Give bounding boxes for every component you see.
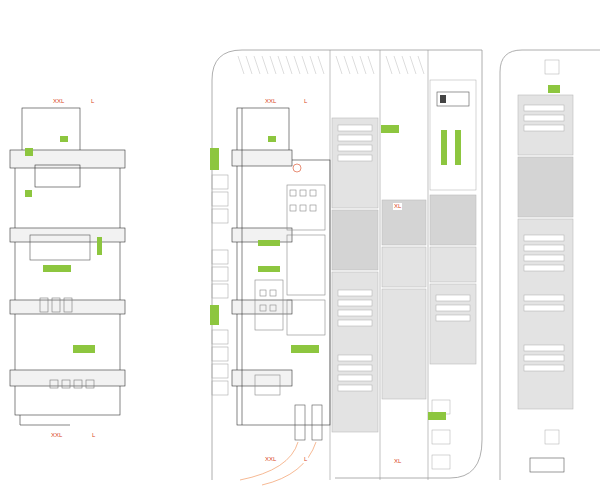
- size-label: XL: [393, 458, 402, 465]
- size-label: XL: [393, 203, 402, 210]
- size-label: L: [303, 456, 308, 463]
- size-label: L: [90, 98, 95, 105]
- size-label: XXL: [50, 432, 63, 439]
- size-label: XXL: [52, 98, 65, 105]
- size-label: XXL: [264, 98, 277, 105]
- size-label: L: [91, 432, 96, 439]
- size-label: XXL: [264, 456, 277, 463]
- size-label: L: [303, 98, 308, 105]
